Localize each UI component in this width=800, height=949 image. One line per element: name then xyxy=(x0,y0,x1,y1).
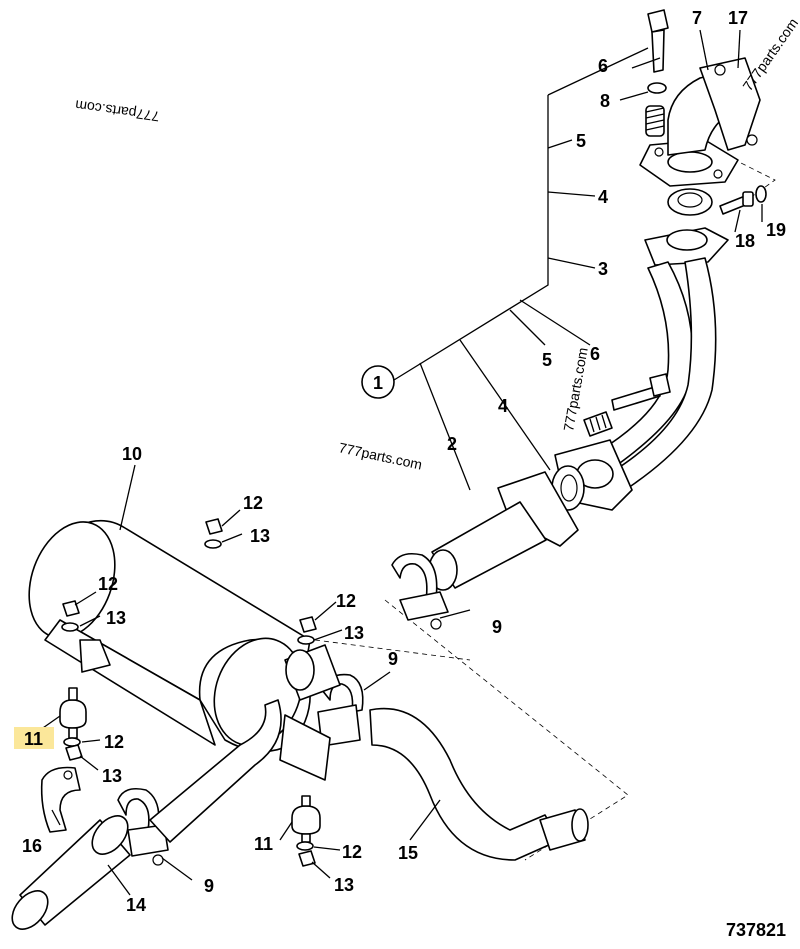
washer-8 xyxy=(647,82,667,94)
callout-5-top[interactable]: 5 xyxy=(576,131,586,151)
callout-12-c[interactable]: 12 xyxy=(336,591,356,611)
drawing-number: 737821 xyxy=(726,920,786,940)
callout-6-top[interactable]: 6 xyxy=(598,56,608,76)
callout-4-top[interactable]: 4 xyxy=(598,187,608,207)
bolt-18 xyxy=(719,191,754,215)
bracket-16 xyxy=(40,766,81,833)
spring-5-top xyxy=(645,105,665,137)
highlight-box xyxy=(14,727,54,749)
callout-11-highlighted[interactable]: 11 xyxy=(24,729,43,749)
callout-5-middle[interactable]: 5 xyxy=(542,350,552,370)
flange-bolt-top xyxy=(647,9,669,73)
callout-8[interactable]: 8 xyxy=(600,91,610,111)
callout-12-a[interactable]: 12 xyxy=(243,493,263,513)
callout-4-middle[interactable]: 4 xyxy=(498,396,508,416)
callout-13-d[interactable]: 13 xyxy=(102,766,122,786)
tail-piece xyxy=(11,815,131,930)
callout-14[interactable]: 14 xyxy=(126,895,146,915)
group-callout-circle xyxy=(361,365,395,399)
callout-11-right[interactable]: 11 xyxy=(254,834,273,854)
callout-3[interactable]: 3 xyxy=(598,259,608,279)
front-pipe xyxy=(597,227,729,491)
callout-9-upper[interactable]: 9 xyxy=(492,617,502,637)
watermark-middle: 777parts.com xyxy=(337,439,423,472)
intermediate-pipe xyxy=(428,471,579,591)
callout-7[interactable]: 7 xyxy=(692,8,702,28)
callout-9-lower[interactable]: 9 xyxy=(204,876,214,896)
rubber-mount-11-left xyxy=(59,687,87,739)
flange-bolt-middle xyxy=(611,373,671,411)
callout-13-c[interactable]: 13 xyxy=(344,623,364,643)
callout-13-a[interactable]: 13 xyxy=(250,526,270,546)
callout-12-b[interactable]: 12 xyxy=(98,574,118,594)
callout-12-d[interactable]: 12 xyxy=(104,732,124,752)
callout-12-e[interactable]: 12 xyxy=(342,842,362,862)
callout-16[interactable]: 16 xyxy=(22,836,42,856)
exhaust-elbow-flange xyxy=(639,57,761,187)
callout-17[interactable]: 17 xyxy=(728,8,748,28)
washer-19 xyxy=(755,185,767,203)
callout-19[interactable]: 19 xyxy=(766,220,786,240)
silencer-outlet-pipe xyxy=(149,644,341,843)
callout-10[interactable]: 10 xyxy=(122,444,142,464)
clamp-9-upper xyxy=(391,552,449,630)
callout-13-e[interactable]: 13 xyxy=(334,875,354,895)
watermark-top-right: 777parts.com xyxy=(739,15,800,94)
callout-6-middle[interactable]: 6 xyxy=(590,344,600,364)
callout-2[interactable]: 2 xyxy=(447,434,457,454)
clamp-9-lower xyxy=(117,787,169,866)
group-callout-label: 1 xyxy=(373,373,383,393)
group-leader-tree xyxy=(393,47,649,491)
rubber-mount-11-right xyxy=(291,795,321,843)
callout-13-b[interactable]: 13 xyxy=(106,608,126,628)
tail-pipe xyxy=(369,707,589,861)
spring-5-middle xyxy=(583,411,613,437)
gasket-4-top xyxy=(667,188,713,216)
callout-15[interactable]: 15 xyxy=(398,843,418,863)
watermark-top-left: 777parts.com xyxy=(74,97,160,125)
callout-18[interactable]: 18 xyxy=(735,231,755,251)
silencer xyxy=(28,519,331,781)
callout-9-middle[interactable]: 9 xyxy=(388,649,398,669)
